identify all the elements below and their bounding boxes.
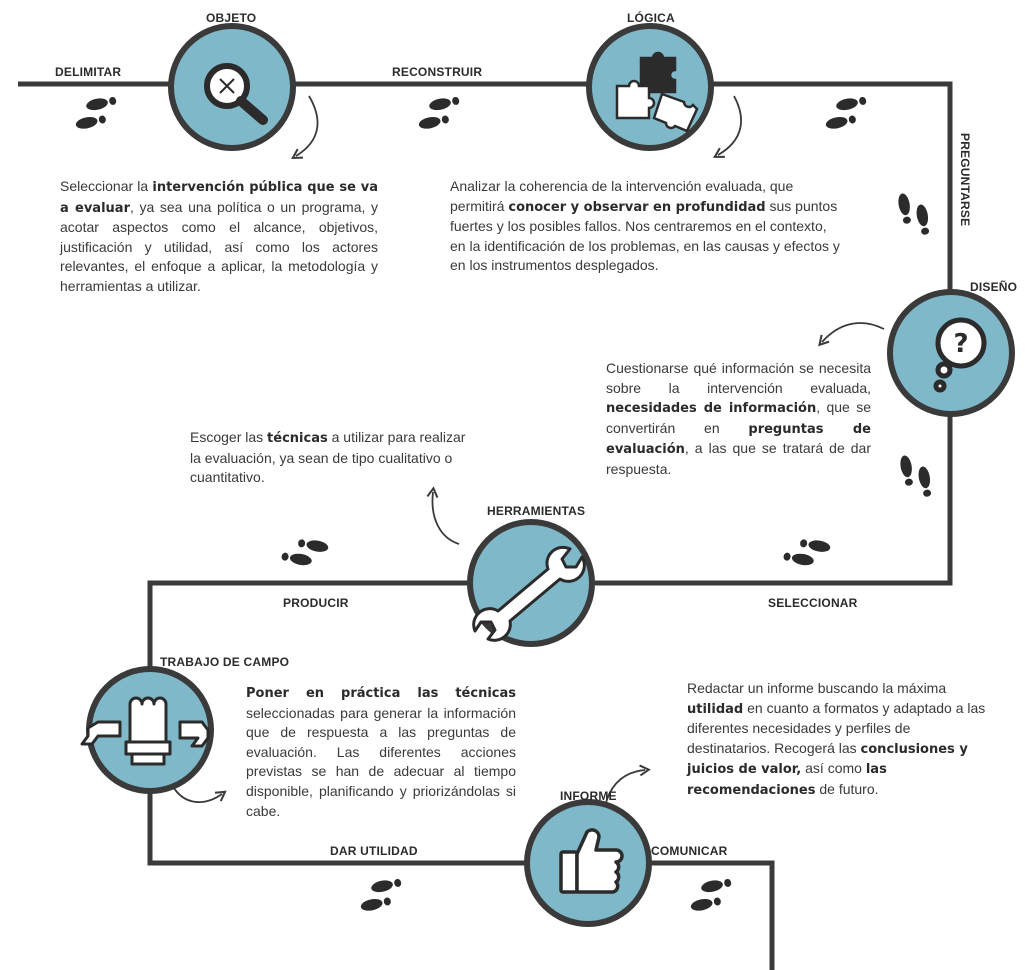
curved-arrow bbox=[818, 322, 885, 347]
fist-wrench-icon bbox=[80, 696, 210, 766]
curved-arrow bbox=[291, 95, 319, 160]
stage-label-objeto: OBJETO bbox=[206, 11, 257, 25]
stage-label-logica: LÓGICA bbox=[627, 11, 675, 25]
question-mark: ? bbox=[953, 329, 968, 359]
magnifier-icon bbox=[204, 63, 268, 125]
action-label-comunicar: COMUNICAR bbox=[651, 844, 728, 858]
footprint-icon bbox=[281, 535, 330, 569]
question-bubble-icon bbox=[933, 317, 987, 393]
flow-path bbox=[18, 81, 953, 970]
curved-arrow bbox=[426, 486, 460, 545]
footprint-icon bbox=[783, 535, 832, 569]
curved-arrows bbox=[171, 95, 885, 807]
curved-arrow bbox=[171, 784, 227, 803]
action-label-seleccionar: SELECCIONAR bbox=[768, 596, 858, 610]
footprint-icon bbox=[71, 95, 120, 131]
stage-label-trabajo-de-campo: TRABAJO DE CAMPO bbox=[160, 655, 290, 669]
action-label-producir: PRODUCIR bbox=[283, 596, 349, 610]
stage-label-diseno: DISEÑO bbox=[970, 280, 1018, 294]
footprint-icon bbox=[356, 877, 405, 913]
action-label-delimitar: DELIMITAR bbox=[55, 65, 122, 79]
puzzle-icon bbox=[615, 51, 699, 133]
description-diseno: Cuestionarse qué información se necesita… bbox=[606, 360, 871, 477]
curved-arrow bbox=[712, 95, 742, 158]
footprint-icon bbox=[897, 190, 931, 239]
stage-label-informe: INFORME bbox=[560, 789, 617, 803]
thumbs-up-icon bbox=[559, 828, 624, 894]
footprint-icon bbox=[899, 452, 933, 501]
description-objeto: Seleccionar la intervención pública que … bbox=[60, 178, 378, 294]
action-label-reconstruir: RECONSTRUIR bbox=[392, 65, 483, 79]
description-informe: Redactar un informe buscando la máxima u… bbox=[687, 680, 986, 798]
footprint-icon bbox=[686, 877, 735, 913]
description-logica: Analizar la coherencia de la intervenció… bbox=[450, 178, 840, 274]
description-trabajo-de-campo: Poner en práctica las técnicas seleccion… bbox=[246, 686, 516, 819]
stage-label-herramientas: HERRAMIENTAS bbox=[487, 504, 586, 518]
footprint-icon bbox=[821, 95, 870, 131]
wrench-icon bbox=[472, 545, 586, 642]
description-herramientas: Escoger las técnicas a utilizar para rea… bbox=[190, 429, 466, 486]
action-label-dar-utilidad: DAR UTILIDAD bbox=[330, 844, 418, 858]
curved-arrow bbox=[604, 764, 651, 807]
action-label-preguntarse: PREGUNTARSE bbox=[958, 133, 972, 227]
footprint-icon bbox=[414, 95, 463, 131]
